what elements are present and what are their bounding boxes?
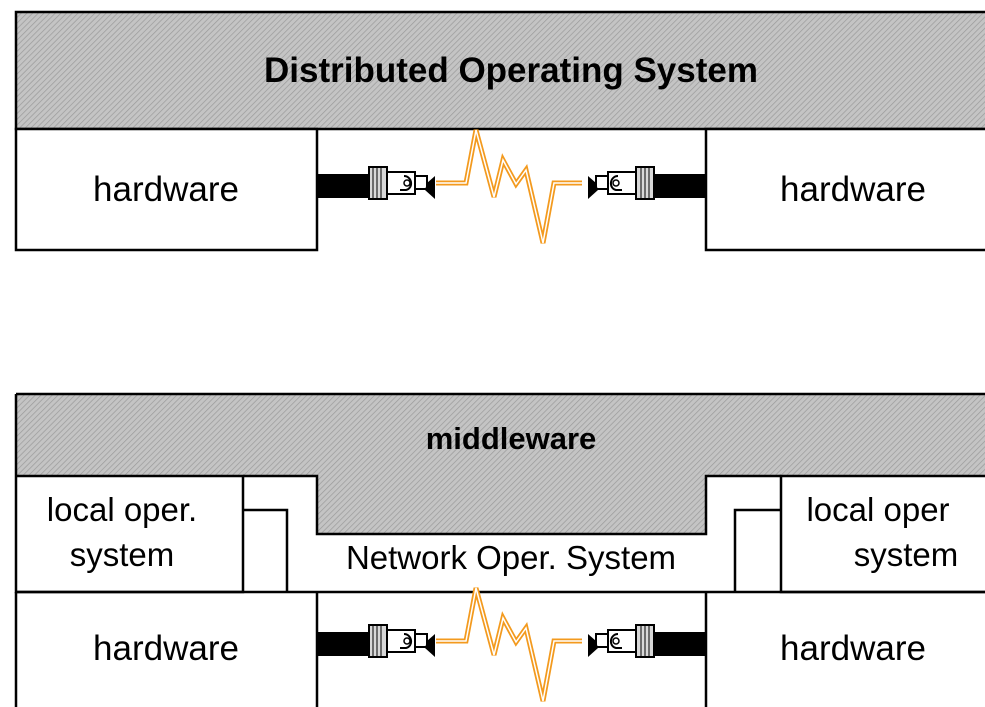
- network-link-top: [317, 129, 706, 244]
- bnc-connector-left-icon: [368, 624, 435, 658]
- network-os-label: Network Oper. System: [346, 539, 676, 576]
- hardware-box-left: [14, 127, 319, 252]
- bnc-connector-right-icon: [588, 166, 655, 200]
- middleware-label: middleware: [426, 421, 597, 456]
- hardware-label-right-bottom: hardware: [780, 629, 926, 668]
- bnc-connector-right-icon: [588, 624, 655, 658]
- middleware-notch: [317, 474, 706, 534]
- distributed-os-title: Distributed Operating System: [264, 51, 758, 90]
- cable-right: [653, 174, 706, 198]
- local-os-left-line1: local oper.: [47, 491, 197, 528]
- cable-left: [317, 174, 371, 198]
- hardware-label-right: hardware: [780, 170, 926, 209]
- hardware-label-left: hardware: [93, 170, 239, 209]
- distributed-os-layer: [14, 10, 985, 131]
- network-link-bottom: [317, 587, 706, 702]
- local-os-right-line1: local oper: [806, 491, 949, 528]
- lightning-bolt-icon: [436, 129, 582, 244]
- hardware-label-left-bottom: hardware: [93, 629, 239, 668]
- middleware-layer: [16, 394, 985, 476]
- top-diagram: Distributed Operating System hardware ha…: [14, 10, 985, 252]
- bottom-diagram: middleware local oper. system local oper…: [14, 392, 985, 707]
- local-os-right-line2: system: [854, 536, 959, 573]
- lightning-bolt-icon: [436, 587, 582, 702]
- local-os-left-line2: system: [70, 536, 175, 573]
- network-os-layer: [243, 474, 781, 536]
- bnc-connector-left-icon: [368, 166, 435, 200]
